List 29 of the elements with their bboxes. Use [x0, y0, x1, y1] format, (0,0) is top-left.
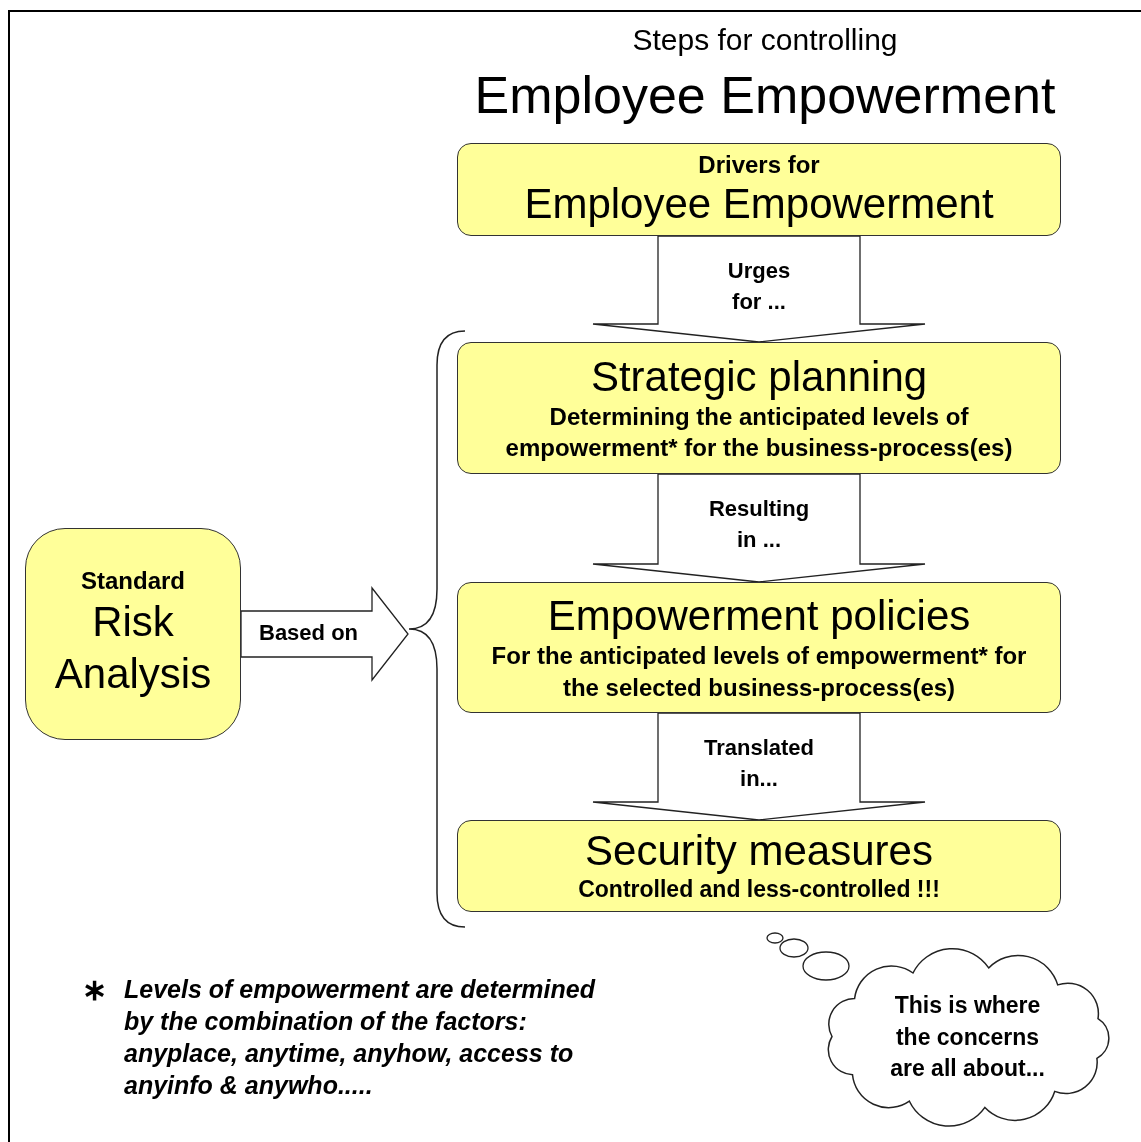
process-box — [457, 342, 1061, 474]
subtitle: Steps for controlling — [631, 22, 899, 58]
process-box — [457, 582, 1061, 713]
title: Employee Empowerment — [473, 65, 1057, 126]
edge-label: Resulting in ... — [707, 495, 811, 554]
process-box — [25, 528, 241, 740]
box-heading: Empowerment policies — [547, 592, 971, 641]
box-text: For the anticipated levels of empowerment* for the selected business-process(es) — [490, 641, 1028, 703]
edge-label: Urges for ... — [726, 257, 792, 316]
edge-label: Based on — [259, 619, 360, 647]
process-box — [457, 143, 1061, 236]
curly-brace — [408, 330, 465, 928]
box-heading: Strategic planning — [590, 352, 928, 401]
block-arrow — [592, 473, 926, 583]
block-arrow — [592, 712, 926, 821]
box-heading: This is where the concerns are all about... — [889, 990, 1046, 1084]
footnote-asterisk: ∗ — [82, 972, 107, 1008]
block-arrow — [592, 235, 926, 343]
box-text: Employee Empowerment — [524, 179, 994, 229]
process-box — [457, 820, 1061, 912]
box-heading: Security measures — [585, 826, 933, 876]
box-text: Risk Analysis — [53, 596, 213, 700]
box-heading: Drivers for — [698, 150, 820, 180]
box-text: Controlled and less-controlled !!! — [578, 875, 940, 905]
footnote-text: Levels of empowerment are determined by the combination of the factors: anyplace, anytime, anyhow, access to anyinfo & anywho..... — [124, 974, 597, 1101]
edge-label: Translated in... — [702, 734, 815, 793]
box-heading: Standard — [81, 567, 185, 596]
box-text: Determining the anticipated levels of empowerment* for the business-process(es) — [504, 401, 1014, 464]
block-arrow — [240, 586, 409, 682]
